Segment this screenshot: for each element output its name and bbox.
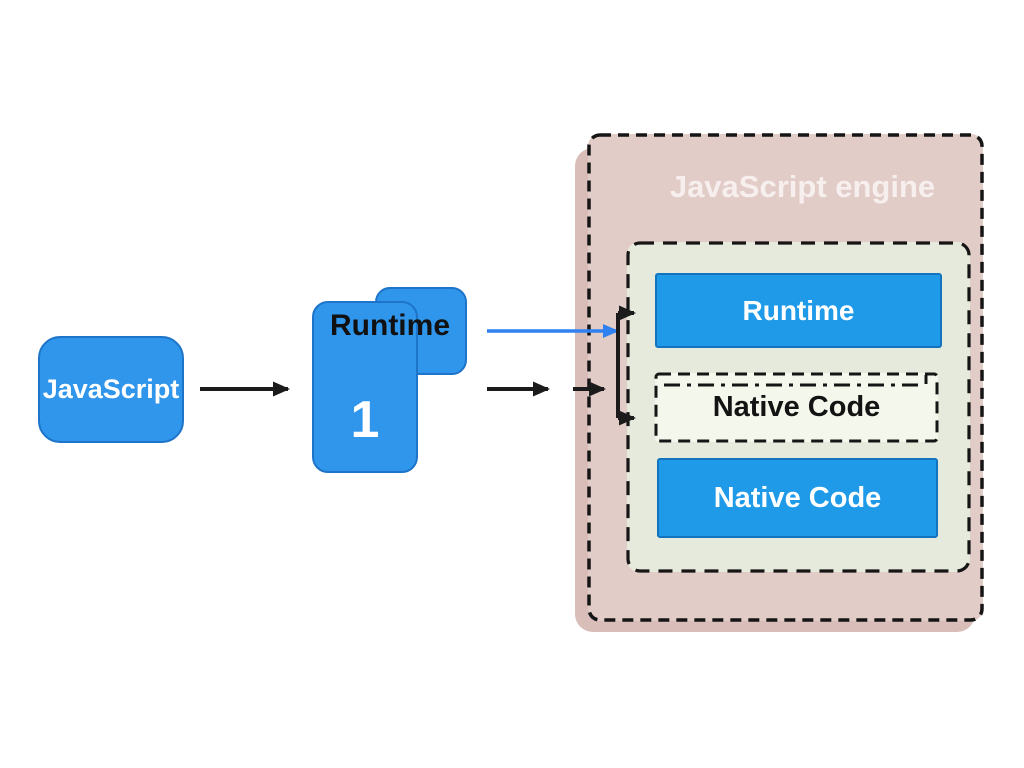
runtime-stack-front-card [312, 301, 418, 473]
native-code-dashed-box: Native Code [655, 373, 938, 442]
runtime-stack-label: Runtime [330, 309, 450, 342]
javascript-source-box: JavaScript [38, 336, 184, 443]
engine-runtime-box: Runtime [655, 273, 942, 348]
engine-title: JavaScript engine [669, 169, 936, 204]
native-code-solid-label: Native Code [713, 481, 882, 514]
native-code-solid-box: Native Code [657, 458, 938, 538]
runtime-stack-number: 1 [350, 391, 380, 449]
engine-runtime-label: Runtime [742, 294, 855, 326]
javascript-source-label: JavaScript [42, 374, 180, 404]
native-code-dashed-label: Native Code [712, 391, 881, 423]
